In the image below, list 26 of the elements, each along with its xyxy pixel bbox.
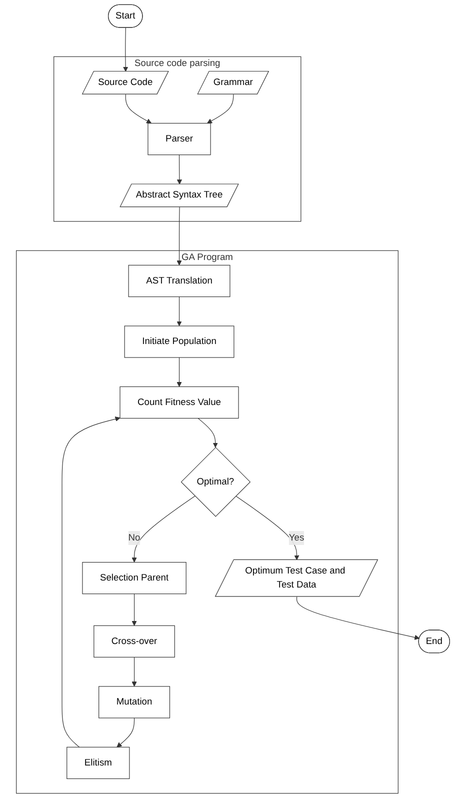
node-diamond: Optimal? [180, 447, 251, 517]
arrow [176, 357, 182, 387]
arrow [176, 206, 182, 266]
arrow [123, 27, 128, 72]
arrow [132, 594, 137, 626]
node-box: Initiate Population [124, 326, 234, 358]
arrow [207, 94, 234, 124]
node-box: Elitism [66, 746, 130, 780]
edge-label: No [128, 532, 140, 543]
node-box: Mutation [98, 686, 170, 718]
arrow [116, 718, 135, 748]
arrow [132, 496, 196, 563]
arrow [62, 416, 120, 748]
arrow [176, 154, 182, 185]
arrow [235, 496, 300, 560]
node-box: Count Fitness Value [120, 386, 239, 419]
arrow [296, 596, 420, 640]
node-box: Parser [148, 122, 211, 156]
node-box: Cross-over [94, 625, 175, 658]
arrow [125, 94, 152, 124]
arrow [132, 656, 137, 687]
arrow [176, 296, 182, 326]
node-box: AST Translation [128, 264, 230, 298]
arrow [198, 418, 218, 448]
edge-label: Yes [288, 532, 304, 543]
node-box: Selection Parent [82, 562, 186, 594]
